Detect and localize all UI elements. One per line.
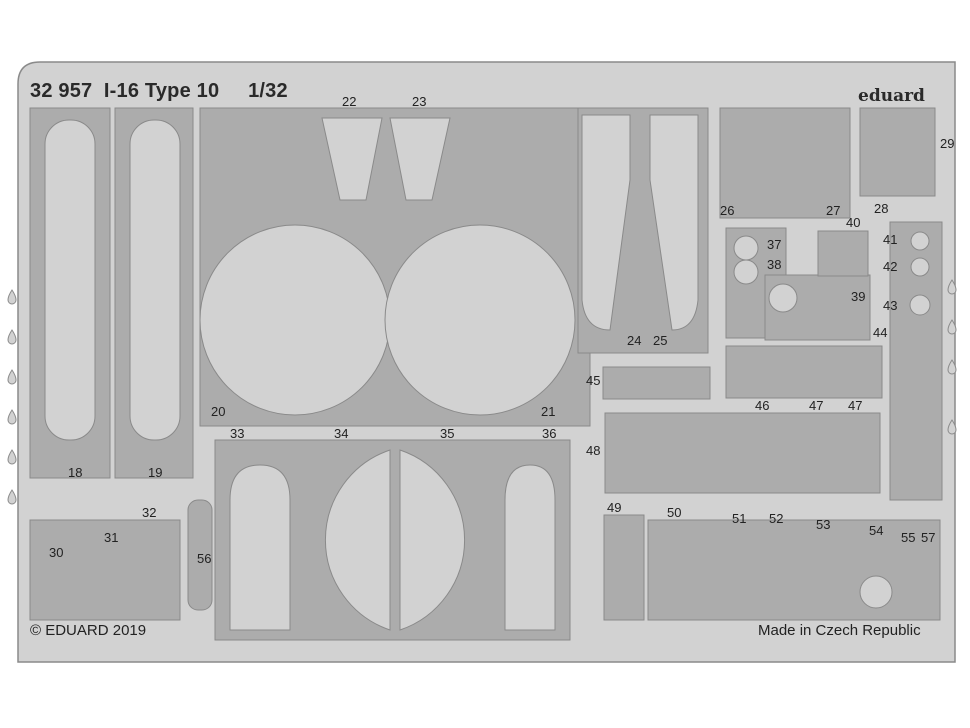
part-number-label: 41 bbox=[883, 232, 898, 247]
part-number-label: 50 bbox=[667, 505, 682, 520]
fret-title: 32 957 I-16 Type 10 1/32 bbox=[30, 80, 288, 102]
part-number-label: 53 bbox=[816, 517, 831, 532]
part-number-label: 31 bbox=[104, 530, 119, 545]
part-34 bbox=[324, 449, 391, 631]
part-number-label: 21 bbox=[541, 404, 556, 419]
part-number-label: 39 bbox=[851, 289, 866, 304]
part-36 bbox=[504, 464, 556, 631]
part-54 bbox=[859, 575, 893, 609]
part-number-label: 26 bbox=[720, 203, 735, 218]
origin-text: Made in Czech Republic bbox=[758, 622, 921, 639]
part-35 bbox=[399, 449, 466, 631]
part-number-label: 47 bbox=[809, 398, 824, 413]
part-number-label: 27 bbox=[826, 203, 841, 218]
part-number-label: 36 bbox=[542, 426, 557, 441]
etch-drop bbox=[947, 319, 957, 335]
part-number-label: 30 bbox=[49, 545, 64, 560]
etch-drop bbox=[7, 369, 17, 385]
etch-drop bbox=[947, 359, 957, 375]
part-30-32 bbox=[29, 519, 181, 621]
part-number-label: 45 bbox=[586, 373, 601, 388]
part-number-label: 51 bbox=[732, 511, 747, 526]
etch-drop bbox=[7, 449, 17, 465]
part-number-label: 24 bbox=[627, 333, 642, 348]
part-number-label: 22 bbox=[342, 94, 357, 109]
part-25 bbox=[649, 114, 699, 331]
etch-drop bbox=[7, 489, 17, 505]
part-46-47 bbox=[725, 345, 883, 399]
part-number-label: 34 bbox=[334, 426, 349, 441]
etch-drop bbox=[7, 329, 17, 345]
part-56 bbox=[187, 499, 213, 611]
part-21 bbox=[384, 224, 576, 416]
part-23 bbox=[389, 117, 451, 201]
part-39-disc bbox=[768, 283, 798, 313]
part-number-label: 28 bbox=[874, 201, 889, 216]
part-42 bbox=[910, 257, 930, 277]
part-number-label: 35 bbox=[440, 426, 455, 441]
part-45 bbox=[602, 366, 711, 400]
part-37 bbox=[733, 235, 759, 261]
part-33 bbox=[229, 464, 291, 631]
part-number-label: 48 bbox=[586, 443, 601, 458]
part-18-inner bbox=[44, 119, 96, 441]
part-38 bbox=[733, 259, 759, 285]
part-number-label: 20 bbox=[211, 404, 226, 419]
part-number-label: 44 bbox=[873, 325, 888, 340]
part-19-inner bbox=[129, 119, 181, 441]
part-43 bbox=[909, 294, 931, 316]
part-49 bbox=[603, 514, 645, 621]
part-number-label: 42 bbox=[883, 259, 898, 274]
part-28-29 bbox=[859, 107, 936, 197]
part-number-label: 52 bbox=[769, 511, 784, 526]
part-number-label: 55 bbox=[901, 530, 916, 545]
eduard-logo: eduard bbox=[858, 86, 925, 106]
part-number-label: 32 bbox=[142, 505, 157, 520]
part-number-label: 25 bbox=[653, 333, 668, 348]
etch-drop bbox=[947, 419, 957, 435]
part-24 bbox=[581, 114, 631, 331]
part-number-label: 49 bbox=[607, 500, 622, 515]
part-20 bbox=[199, 224, 391, 416]
part-number-label: 43 bbox=[883, 298, 898, 313]
part-number-label: 33 bbox=[230, 426, 245, 441]
part-number-label: 54 bbox=[869, 523, 884, 538]
part-number-label: 47 bbox=[848, 398, 863, 413]
part-number-label: 29 bbox=[940, 136, 955, 151]
part-number-label: 38 bbox=[767, 257, 782, 272]
part-number-label: 56 bbox=[197, 551, 212, 566]
copyright-text: © EDUARD 2019 bbox=[30, 622, 147, 639]
part-26-27 bbox=[719, 107, 851, 219]
etch-drop bbox=[947, 279, 957, 295]
part-number-label: 46 bbox=[755, 398, 770, 413]
part-number-label: 37 bbox=[767, 237, 782, 252]
part-40 bbox=[817, 230, 869, 277]
part-41 bbox=[910, 231, 930, 251]
part-22 bbox=[321, 117, 383, 201]
part-number-label: 57 bbox=[921, 530, 936, 545]
part-number-label: 40 bbox=[846, 215, 861, 230]
etch-drop bbox=[7, 289, 17, 305]
etch-drop bbox=[7, 409, 17, 425]
part-48 bbox=[604, 412, 881, 494]
part-number-label: 18 bbox=[68, 465, 83, 480]
part-number-label: 23 bbox=[412, 94, 427, 109]
part-50-57 bbox=[647, 519, 941, 621]
part-number-label: 19 bbox=[148, 465, 163, 480]
